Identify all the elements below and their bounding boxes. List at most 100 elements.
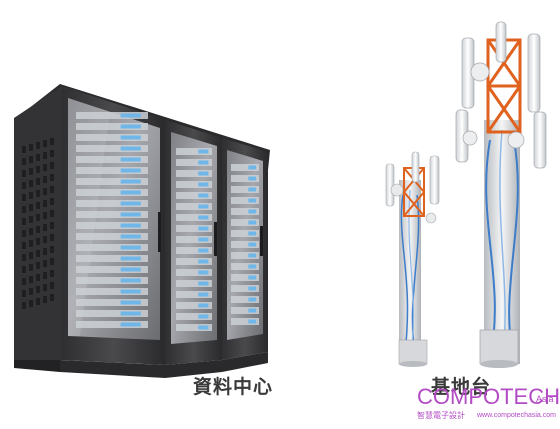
server-led [120,289,141,294]
server-led [120,179,141,184]
vent-slot [22,230,26,237]
server-led [120,311,141,316]
server-unit [231,296,259,303]
server-unit [176,280,212,287]
server-led [198,171,209,176]
server-led [198,281,209,286]
vent-slot [22,266,26,273]
vent-slot [22,254,26,261]
server-unit [76,299,148,306]
server-led [248,297,257,302]
vent-slot [43,236,47,243]
vent-slot [50,138,54,145]
data-center-caption: 資料中心 [193,376,274,398]
server-unit [76,167,148,174]
server-unit [176,225,212,232]
server-unit [176,170,212,177]
server-unit [231,252,259,259]
vent-slot [29,264,33,271]
server-led [120,278,141,283]
vent-slot [36,142,40,149]
server-led [198,259,209,264]
vent-slot [29,288,33,295]
server-unit [176,269,212,276]
vent-slot [36,238,40,245]
server-led [120,201,141,206]
vent-slot [36,166,40,173]
server-unit [231,175,259,182]
server-unit [76,222,148,229]
vent-slot [29,240,33,247]
server-unit [231,241,259,248]
vent-slot [50,198,54,205]
server-led [120,267,141,272]
vent-slot [50,282,54,289]
server-led [120,322,141,327]
server-unit [176,236,212,243]
server-unit [176,291,212,298]
server-led [198,160,209,165]
vent-slot [29,168,33,175]
vent-slot [50,174,54,181]
server-unit [231,318,259,325]
server-led [120,245,141,250]
watermark-brand: COMPOTECH [417,384,560,409]
vent-slot [50,150,54,157]
vent-slot [43,284,47,291]
server-unit [176,159,212,166]
server-led [198,193,209,198]
vent-slot [36,286,40,293]
server-led [248,176,257,181]
server-led [248,319,257,324]
server-unit [76,321,148,328]
server-unit [76,233,148,240]
server-unit [76,178,148,185]
server-unit [231,208,259,215]
vent-slot [36,214,40,221]
vent-slot [43,200,47,207]
server-led [248,231,257,236]
server-unit [231,230,259,237]
vent-slot [36,154,40,161]
vent-slot [36,178,40,185]
server-led [248,209,257,214]
vent-slot [36,226,40,233]
vent-slot [50,246,54,253]
server-led [120,223,141,228]
server-unit [176,181,212,188]
vent-slot [50,162,54,169]
server-led [248,253,257,258]
server-led [120,300,141,305]
vent-slot [22,218,26,225]
server-led [198,237,209,242]
server-led [120,190,141,195]
vent-slot [36,298,40,305]
server-led [248,220,257,225]
vent-slot [36,274,40,281]
vent-slot [43,152,47,159]
server-led [120,234,141,239]
vent-slot [50,270,54,277]
data-center-racks [14,84,270,378]
server-unit [231,164,259,171]
server-unit [76,266,148,273]
server-unit [76,244,148,251]
vent-slot [29,144,33,151]
vent-slot [22,158,26,165]
server-unit [76,200,148,207]
server-led [248,242,257,247]
vent-slot [43,260,47,267]
server-led [248,264,257,269]
server-led [198,204,209,209]
vent-slot [29,276,33,283]
vent-slot [50,258,54,265]
vent-slot [43,164,47,171]
vent-slot [22,146,26,153]
server-led [198,314,209,319]
server-unit [176,247,212,254]
server-led [120,135,141,140]
vent-slot [36,202,40,209]
vent-slot [22,182,26,189]
server-unit [76,189,148,196]
server-led [120,146,141,151]
